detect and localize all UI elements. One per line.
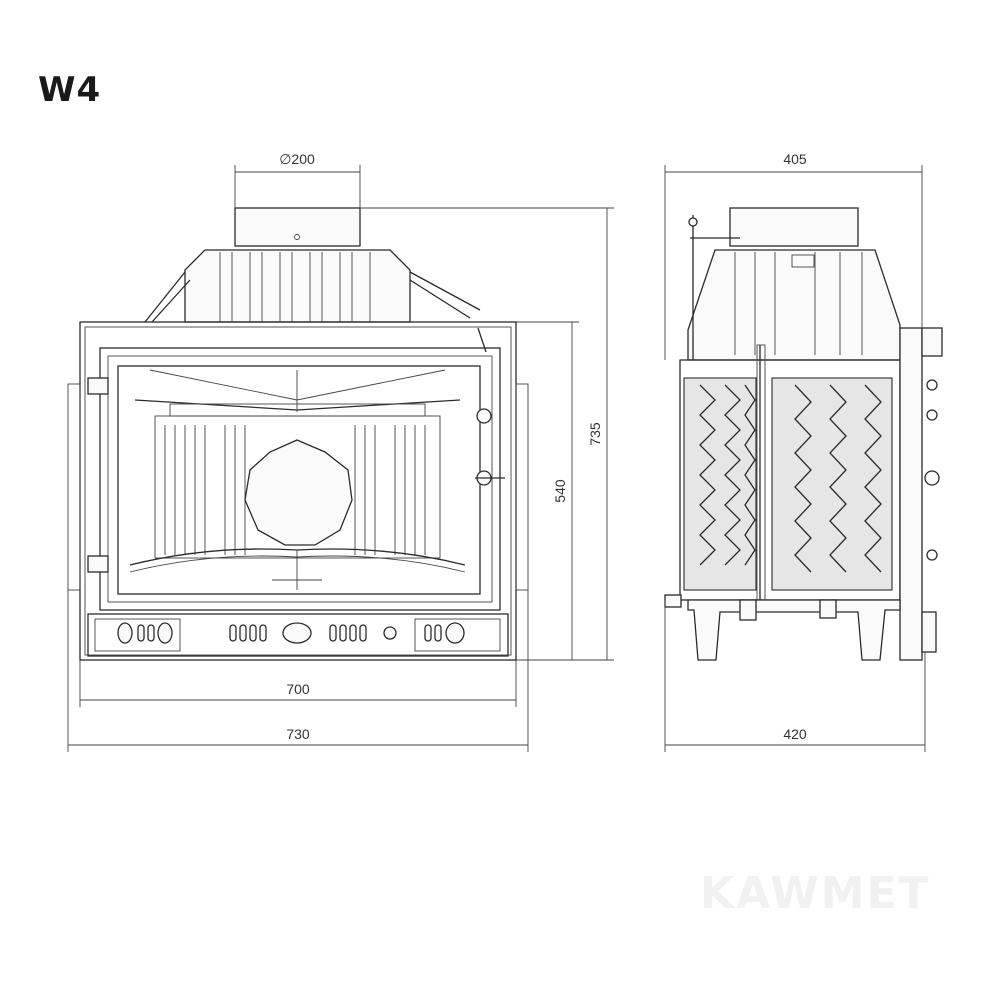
ash-panel bbox=[87, 613, 509, 657]
side-view bbox=[664, 207, 943, 661]
dimension-lines bbox=[67, 165, 926, 752]
flue-collar bbox=[234, 207, 361, 247]
front-view bbox=[67, 207, 529, 661]
top-hood bbox=[184, 249, 411, 323]
dim-height-total: 735 bbox=[587, 422, 603, 446]
dim-flue-diameter: ∅200 bbox=[279, 151, 315, 167]
center-opening bbox=[244, 439, 353, 546]
dim-depth-bottom: 420 bbox=[783, 726, 807, 742]
door-frame bbox=[99, 347, 501, 611]
side-flue-collar bbox=[729, 207, 859, 247]
model-title: W4 bbox=[38, 70, 102, 110]
door-handle bbox=[476, 408, 492, 424]
dim-height-front: 540 bbox=[552, 479, 568, 503]
dim-width-outer: 730 bbox=[286, 726, 310, 742]
brand-watermark: KAWMET bbox=[700, 868, 931, 919]
dim-depth-top: 405 bbox=[783, 151, 807, 167]
dim-width-inner: 700 bbox=[286, 681, 310, 697]
